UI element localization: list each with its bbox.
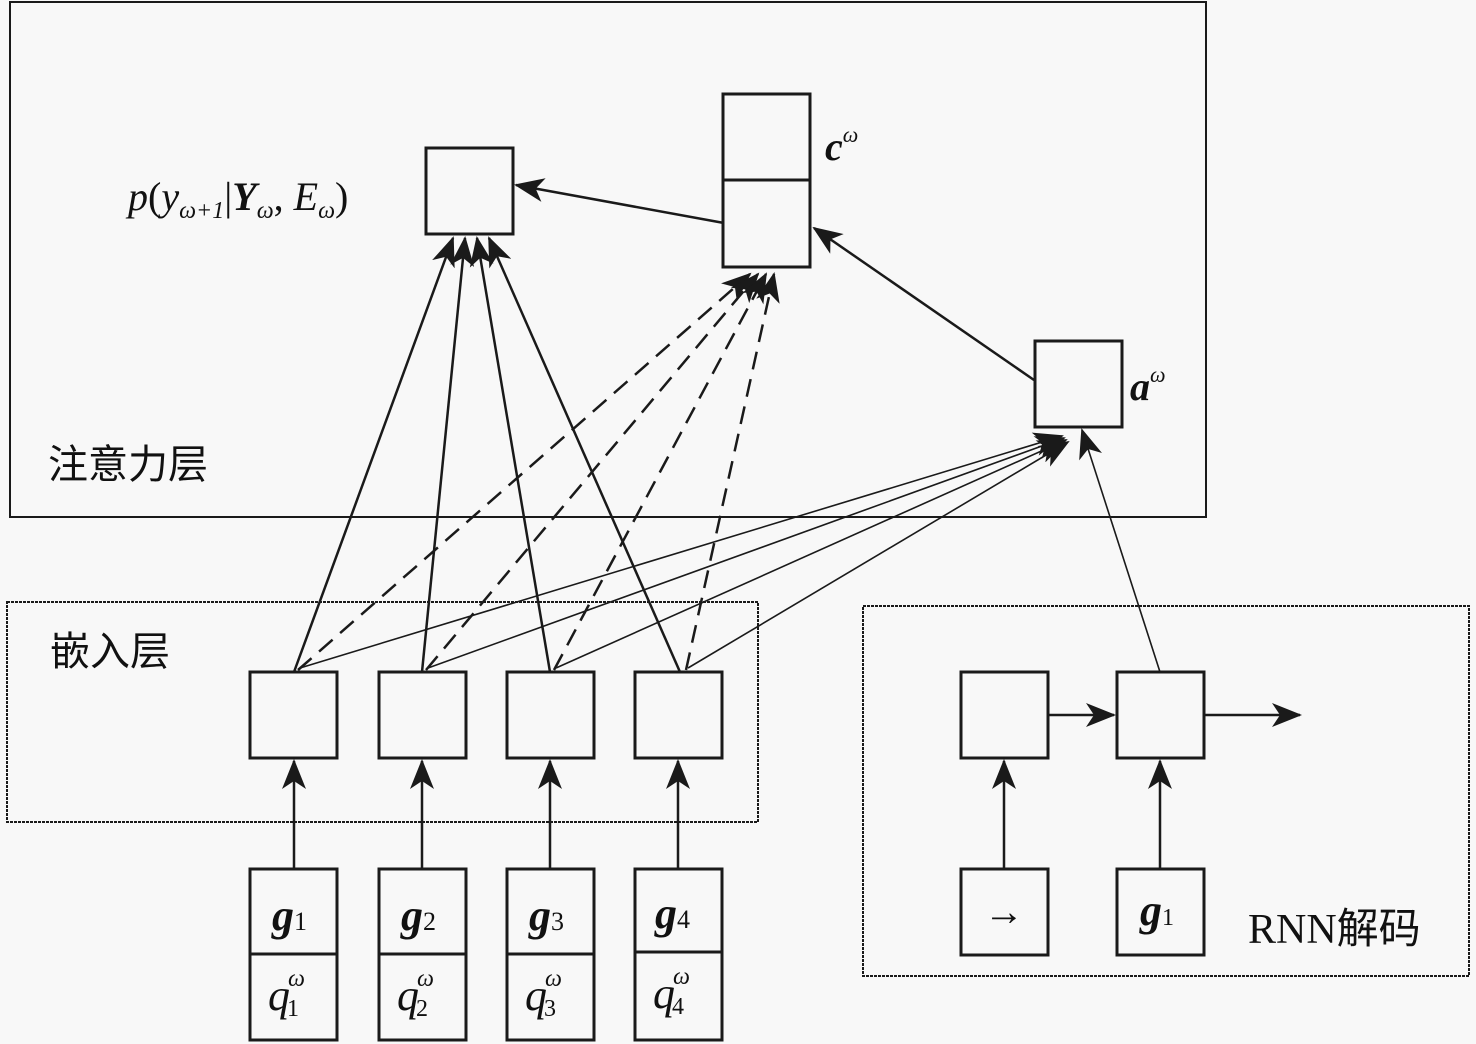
edge-attn-context	[812, 226, 1035, 382]
edges-embedding-to-output	[292, 236, 682, 673]
g-symbol: g	[271, 891, 294, 940]
edge-emb2-context	[425, 272, 760, 671]
q-symbol: q	[653, 969, 675, 1018]
prob-E: E	[293, 174, 318, 219]
g-sub: 1	[1162, 905, 1174, 931]
prob-open-paren: (	[148, 174, 161, 219]
attention-vector-symbol: a	[1130, 364, 1150, 409]
prob-Y: Y	[232, 174, 260, 219]
q-sup: ω	[288, 966, 305, 992]
embedding-node-1	[248, 670, 339, 760]
prob-E-sub: ω	[318, 198, 335, 224]
edge-context-output	[514, 178, 725, 225]
embedding-node-4	[633, 670, 724, 760]
q-symbol: q	[525, 971, 547, 1020]
edge-emb4-context	[684, 272, 780, 671]
rnn-input-node-start	[959, 867, 1050, 957]
prob-y-sub: ω+1	[179, 198, 224, 224]
prob-p: p	[125, 174, 148, 219]
q-symbol: q	[397, 971, 419, 1020]
q-sup: ω	[545, 966, 562, 992]
edge-emb3-context	[552, 272, 768, 671]
g-sub: 4	[677, 905, 690, 934]
edge-emb1-attn	[299, 432, 1064, 669]
edge-rnn-attn	[1079, 428, 1161, 673]
edge-emb3-output	[469, 236, 552, 673]
prob-y: y	[157, 174, 179, 219]
q-sub: 2	[416, 996, 428, 1022]
g-sub: 1	[294, 907, 307, 936]
q-sup: ω	[673, 964, 690, 990]
attention-layer-label: 注意力层	[48, 442, 208, 488]
context-superscript: ω	[843, 122, 859, 147]
rnn-decoder-label: RNN解码	[1248, 907, 1421, 953]
prob-bar: |	[224, 174, 232, 219]
rnn-decoder-region	[862, 605, 1470, 977]
prob-comma: ,	[274, 174, 294, 219]
input-q-4: qω 4	[653, 964, 690, 1020]
context-node	[721, 92, 812, 269]
attention-layer-region	[9, 1, 1207, 518]
context-symbol: c	[825, 124, 843, 169]
attention-vector-label: aω	[1130, 362, 1166, 409]
input-q-2: qω 2	[397, 966, 434, 1022]
edges-input-to-embedding	[282, 759, 690, 868]
edges-embedding-to-context	[297, 272, 780, 671]
input-q-1: qω 1	[268, 966, 305, 1022]
rnn-input-node-g1	[1115, 867, 1206, 957]
embedding-layer-label: 嵌入层	[50, 629, 170, 675]
context-label: cω	[825, 122, 858, 169]
attention-vector-node	[1033, 339, 1124, 429]
edge-emb3-attn	[555, 439, 1068, 669]
embedding-node-3	[505, 670, 596, 760]
input-node-4-box	[633, 867, 724, 1042]
edge-emb1-context	[297, 272, 752, 671]
embedding-node-2	[377, 670, 468, 760]
g-symbol: g	[400, 891, 423, 940]
edge-emb2-attn	[427, 436, 1066, 669]
attention-vector-superscript: ω	[1150, 362, 1166, 387]
q-symbol: q	[268, 971, 290, 1020]
prob-close-paren: )	[335, 174, 348, 219]
input-g-1: g1	[271, 891, 307, 940]
q-sub: 3	[544, 996, 556, 1022]
rnn-hidden-node-1	[959, 670, 1050, 760]
edge-emb4-attn	[687, 440, 1070, 669]
start-arrow-symbol: →	[984, 889, 1024, 934]
rnn-decoder-nodes: → g1	[959, 670, 1302, 957]
edge-emb2-output	[420, 236, 475, 673]
input-g-2: g2	[400, 891, 436, 940]
g-sub: 2	[423, 907, 436, 936]
q-sup: ω	[417, 966, 434, 992]
g-symbol: g	[1139, 886, 1162, 935]
g-symbol: g	[528, 891, 551, 940]
output-probability-label: p(yω+1|Yω, Eω)	[125, 174, 348, 224]
rnn-hidden-node-2	[1115, 670, 1206, 760]
embedding-layer-region	[6, 601, 759, 823]
embedding-nodes	[248, 670, 724, 760]
g-symbol: g	[654, 889, 677, 938]
input-g-4: g4	[654, 889, 690, 938]
output-probability-node	[424, 146, 515, 236]
edge-emb1-output	[292, 236, 455, 673]
rnn-input-g1-label: g1	[1139, 886, 1174, 935]
edges-embedding-to-attention	[299, 432, 1070, 669]
g-sub: 3	[551, 907, 564, 936]
q-sub: 1	[287, 996, 299, 1022]
input-q-3: qω 3	[525, 966, 562, 1022]
input-g-3: g3	[528, 891, 564, 940]
q-sub: 4	[672, 994, 684, 1020]
edge-emb4-output	[487, 236, 682, 673]
prob-Y-sub: ω	[257, 198, 274, 224]
